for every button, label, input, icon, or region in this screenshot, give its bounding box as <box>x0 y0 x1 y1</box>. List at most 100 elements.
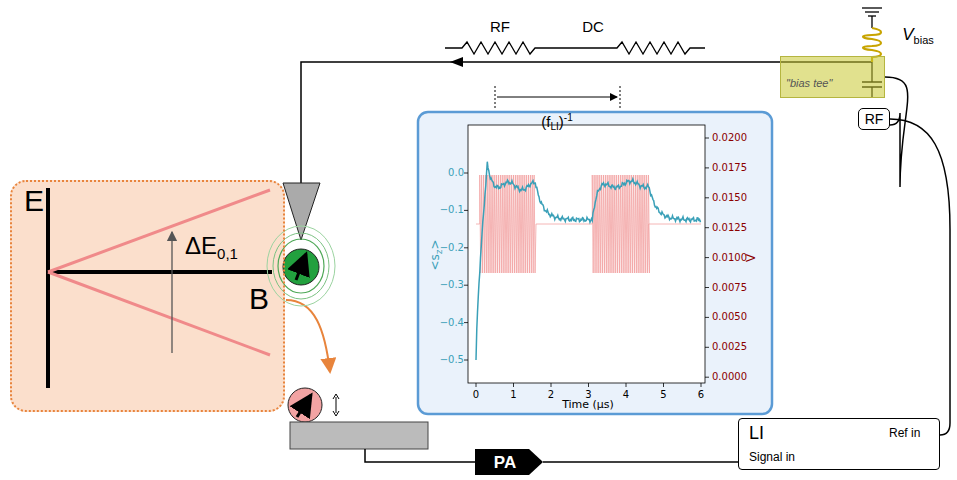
node-text: E <box>24 184 44 217</box>
label-holder: −0.5 <box>440 354 464 366</box>
label-holder: 0.0175 <box>712 162 747 174</box>
substrate <box>290 422 428 449</box>
wire-connector <box>543 461 738 463</box>
label: 6 <box>698 389 704 400</box>
text-holder: E <box>24 184 44 219</box>
label: 0.0000 <box>712 371 747 382</box>
label-holder: 0.0 <box>448 167 464 179</box>
node-text: "bias tee" <box>786 77 832 89</box>
resistor-symbol <box>445 42 705 54</box>
label: 2 <box>548 389 554 400</box>
label: z <box>434 250 444 255</box>
label-holder: RF <box>490 18 510 35</box>
current-arrow <box>450 57 463 67</box>
label: 0.0025 <box>712 342 747 353</box>
label-group: Vbias <box>902 25 934 46</box>
label: −0.3 <box>440 279 464 290</box>
surface-atom <box>288 388 339 422</box>
label: 0.0050 <box>712 312 747 323</box>
label-holder: −0.3 <box>440 279 464 291</box>
node-text: Signal in <box>749 450 795 464</box>
label-holder: 0.0200 <box>712 132 747 144</box>
label: Time (μs) <box>562 398 614 411</box>
label: −0.5 <box>440 354 464 365</box>
zeeman-panel-fill <box>10 180 285 412</box>
label: RF <box>490 18 510 35</box>
text-group: ΔE0,1 <box>185 232 238 263</box>
label-holder: 0.0100 <box>712 252 747 264</box>
label-holder: 0.0075 <box>712 282 747 294</box>
label: LI <box>550 121 558 132</box>
label: 4 <box>623 389 629 400</box>
label: bias <box>914 34 934 46</box>
chart-panel <box>418 112 772 414</box>
label-holder: V <box>745 254 759 262</box>
label: 1 <box>510 389 516 400</box>
label-group: (fLI)-1 <box>541 112 572 133</box>
label: > <box>428 239 442 249</box>
wire <box>365 449 476 462</box>
rf-box: RF <box>858 108 890 130</box>
label-holder: 2 <box>548 389 554 401</box>
label-holder: 0.0125 <box>712 222 747 234</box>
label: (f <box>541 112 550 129</box>
chart-curves <box>476 162 701 360</box>
wire-connector <box>890 119 950 435</box>
label: −0.4 <box>440 317 464 328</box>
period-bracket <box>495 86 620 108</box>
label-holder: 5 <box>660 389 666 401</box>
label: <s <box>428 254 442 270</box>
node-text: RF <box>865 112 884 126</box>
text-holder: "bias tee" <box>786 77 832 90</box>
label-holder: 0.0050 <box>712 312 747 324</box>
node-text: PA <box>494 454 516 471</box>
zeeman-panel: E B ΔE0,1 <box>10 180 285 412</box>
label: ) <box>559 112 564 129</box>
node-text: ΔE <box>185 232 217 259</box>
text-holder: Ref in <box>889 427 920 441</box>
node-text: LI <box>749 423 764 443</box>
bias-tee-box: "bias tee" <box>780 56 885 98</box>
node-text: B <box>249 282 269 315</box>
label: V <box>902 25 913 44</box>
label: -1 <box>564 112 573 123</box>
zeeman-plot <box>46 188 272 388</box>
lock-in-box: LI Ref in Signal in <box>738 418 940 470</box>
label-holder: 0.0025 <box>712 342 747 354</box>
orange-arrow <box>286 300 330 372</box>
label-holder: 0 <box>473 389 479 401</box>
label: 0.0175 <box>712 162 747 173</box>
label-group: <sz> <box>429 239 444 270</box>
wire-connector <box>885 77 908 187</box>
label-holder: 1 <box>510 389 516 401</box>
label-holder: 4 <box>623 389 629 401</box>
node-text: Ref in <box>889 426 920 440</box>
label: 0.0 <box>448 167 464 178</box>
preamp: PA <box>475 449 543 475</box>
label-holder: −0.1 <box>440 205 464 217</box>
label-holder: 0.0000 <box>712 371 747 383</box>
text-holder: Signal in <box>749 451 795 465</box>
label: 0.0100 <box>712 252 747 263</box>
text-holder: B <box>249 282 269 317</box>
axis-ticks <box>464 138 709 387</box>
label: 0 <box>473 389 479 400</box>
label-holder: DC <box>582 18 604 35</box>
label: 5 <box>660 389 666 400</box>
label: V <box>744 254 758 262</box>
label: 0.0200 <box>712 132 747 143</box>
label-holder: Time (μs) <box>562 399 614 412</box>
label: −0.1 <box>440 205 464 216</box>
label-holder: 6 <box>698 389 704 401</box>
label-holder: 0.0150 <box>712 192 747 204</box>
label: DC <box>582 18 604 35</box>
plot-frame <box>468 125 705 383</box>
label-holder: −0.4 <box>440 317 464 329</box>
label: 0.0075 <box>712 282 747 293</box>
node-text: 0,1 <box>217 245 238 262</box>
stm-tip <box>267 183 335 306</box>
label: 0.0150 <box>712 192 747 203</box>
label: 0.0125 <box>712 222 747 233</box>
